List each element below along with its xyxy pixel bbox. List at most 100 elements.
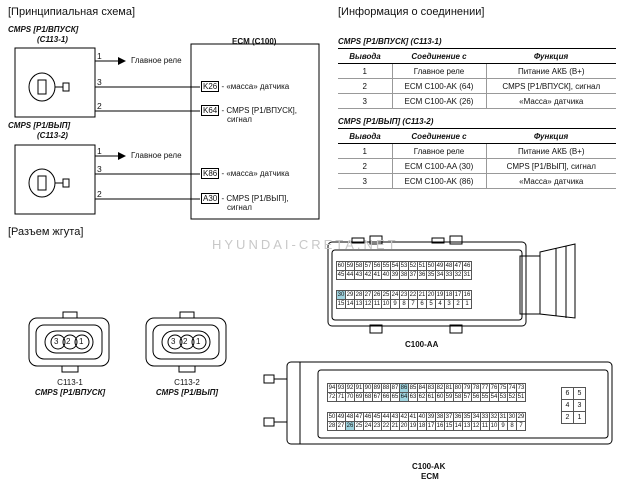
sensor2-code: (C113-2) — [37, 131, 68, 140]
pin-cell: 8 — [399, 299, 409, 309]
pin-cell: 32 — [489, 412, 499, 422]
col-header: Соединение с — [392, 128, 486, 144]
pin-label: - «масса» датчика — [221, 169, 290, 178]
table-row: 2 ECM C100-AK (64) CMPS [P1/ВПУСК], сигн… — [338, 78, 616, 94]
main-relay-label: Главное реле — [131, 56, 182, 65]
pin-cell: 30 — [336, 290, 346, 300]
main-relay-label: Главное реле — [131, 151, 182, 160]
pin-cell: 4 — [435, 299, 445, 309]
pin-cell: 46 — [363, 412, 373, 422]
pin-cell: 80 — [453, 383, 463, 393]
cell: «Масса» датчика — [485, 173, 616, 189]
pin-cell: 22 — [408, 290, 418, 300]
c113-1-pin: 2 — [66, 337, 71, 346]
watermark: HYUNDAI-CRETA.NET — [212, 237, 399, 252]
pin-cell: 82 — [435, 383, 445, 393]
pin-cell: 54 — [390, 261, 400, 271]
ecm-pin-k26: K26 - «масса» датчика — [201, 81, 290, 92]
pin-cell: 45 — [336, 270, 346, 280]
sensor1-code: (C113-1) — [37, 35, 68, 44]
pin-cell: 14 — [453, 421, 463, 431]
pin-cell: 36 — [453, 412, 463, 422]
pin-cell: 47 — [453, 261, 463, 271]
c113-1-housing — [28, 311, 110, 373]
pin-cell: 53 — [498, 392, 508, 402]
pin-cell: 41 — [408, 412, 418, 422]
pin-cell: 65 — [390, 392, 400, 402]
pin-cell: 32 — [453, 270, 463, 280]
wire-number: 2 — [97, 101, 102, 111]
pin-code: K64 — [201, 105, 220, 116]
pin-cell: 55 — [480, 392, 490, 402]
pin-cell: 15 — [444, 421, 454, 431]
pin-cell: 35 — [462, 412, 472, 422]
pin-cell: 2 — [453, 299, 463, 309]
pin-label: - «масса» датчика — [221, 82, 290, 91]
pin-cell: 1 — [462, 299, 472, 309]
pin-cell: 39 — [390, 270, 400, 280]
cell: 2 — [338, 158, 392, 174]
pin-cell: 52 — [507, 392, 517, 402]
wire-number: 3 — [97, 164, 102, 174]
pin-cell: 21 — [417, 290, 427, 300]
pin-cell: 31 — [498, 412, 508, 422]
c113-1-name: CMPS [P1/ВПУСК] — [34, 388, 106, 397]
pin-cell: 18 — [417, 421, 427, 431]
pin-label: - CMPS [P1/ВЫП], — [221, 194, 289, 203]
c113-1-pin: 3 — [54, 337, 59, 346]
pin-cell: 19 — [435, 290, 445, 300]
connection-table-1: Вывода Соединение с Функция 1 Главное ре… — [338, 48, 616, 109]
pin-cell: 13 — [354, 299, 364, 309]
pin-cell: 26 — [345, 421, 355, 431]
pin-cell: 24 — [363, 421, 373, 431]
pin-cell: 13 — [462, 421, 472, 431]
pin-cell: 28 — [327, 421, 337, 431]
pin-cell: 19 — [408, 421, 418, 431]
ecm-pin-k86: K86 - «масса» датчика — [201, 168, 290, 179]
c100aa-housing — [327, 235, 576, 334]
group-title: CMPS [P1/ВПУСК] (C113-1) — [338, 37, 442, 46]
cell: «Масса» датчика — [485, 93, 616, 109]
pin-cell: 34 — [471, 412, 481, 422]
wire-number: 3 — [97, 77, 102, 87]
pin-cell: 38 — [399, 270, 409, 280]
sensor1-name: CMPS [P1/ВПУСК] — [8, 25, 79, 34]
pin-code: K86 — [201, 168, 220, 179]
pin-cell: 15 — [336, 299, 346, 309]
pin-cell: 49 — [435, 261, 445, 271]
pin-cell: 43 — [354, 270, 364, 280]
pin-cell: 29 — [345, 290, 355, 300]
pin-cell: 12 — [471, 421, 481, 431]
pin-cell: 10 — [489, 421, 499, 431]
c113-1-pin: 1 — [79, 337, 84, 346]
cell: ECM C100-AK (86) — [391, 173, 486, 189]
pin-cell: 57 — [363, 261, 373, 271]
connection-info-title: [Информация о соединении] — [338, 6, 485, 18]
group-title: CMPS [P1/ВЫП] (C113-2) — [338, 117, 434, 126]
c113-2-name: CMPS [P1/ВЫП] — [155, 388, 219, 397]
pin-cell: 67 — [372, 392, 382, 402]
table-row: 1 Главное реле Питание АКБ (B+) — [338, 143, 616, 159]
pin-cell: 40 — [417, 412, 427, 422]
table-row: 2 ECM C100-AA (30) CMPS [P1/ВЫП], сигнал — [338, 158, 616, 174]
c113-2-housing — [145, 311, 227, 373]
pin-cell: 72 — [327, 392, 337, 402]
table-row: 3 ECM C100-AK (86) «Масса» датчика — [338, 173, 616, 189]
cell: ECM C100-AA (30) — [391, 158, 486, 174]
pin-cell: 14 — [345, 299, 355, 309]
pin-cell: 2 — [561, 411, 574, 424]
pin-cell: 70 — [345, 392, 355, 402]
pin-cell: 4 — [561, 399, 574, 412]
pin-cell: 24 — [390, 290, 400, 300]
pin-cell: 63 — [408, 392, 418, 402]
pin-cell: 75 — [498, 383, 508, 393]
pin-cell: 60 — [435, 392, 445, 402]
c113-2-code: C113-2 — [174, 378, 200, 387]
